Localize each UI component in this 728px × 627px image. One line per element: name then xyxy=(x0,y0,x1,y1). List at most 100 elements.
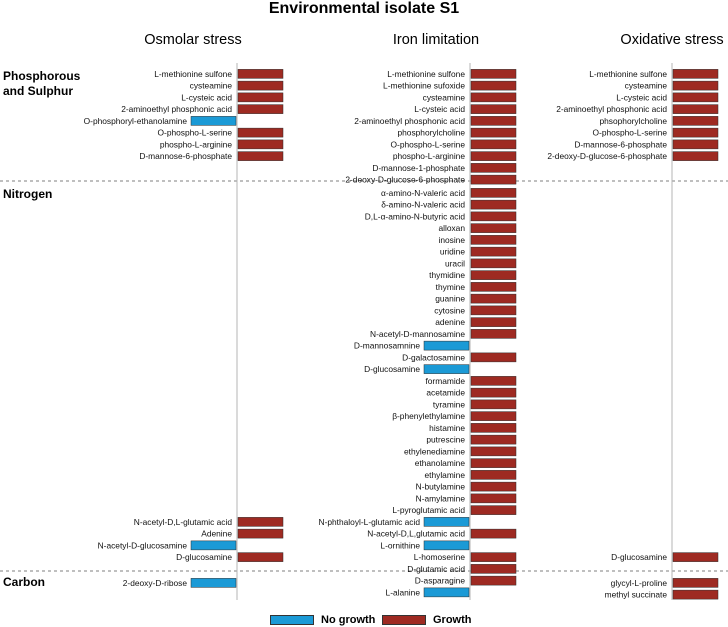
bar-growth-thymidine xyxy=(470,270,517,280)
section-label-phosphorous-sulphur: Phosphorous and Sulphur xyxy=(3,69,81,98)
bar-no-growth-d-mannosamnine xyxy=(423,340,470,351)
bar-growth-2-aminoethyl-phosphonic-acid xyxy=(470,116,517,126)
bar-label-methyl-succinate: methyl succinate xyxy=(605,590,668,600)
bar-growth-d-l-amino-n-butyric-acid xyxy=(470,211,517,222)
bar-label-acetamide: acetamide xyxy=(426,388,465,398)
bar-no-growth-o-phosphoryl-ethanolamine xyxy=(190,116,237,126)
legend-label-no-growth: No growth xyxy=(321,614,376,626)
bar-label-phospho-l-arginine: phospho-L-arginine xyxy=(393,151,466,161)
bar-growth-amino-n-valeric-acid xyxy=(470,188,517,198)
bar-label-d-galactosamine: D-galactosamine xyxy=(402,352,465,362)
bar-label-amino-n-valeric-acid: α-amino-N-valeric acid xyxy=(381,188,465,198)
bar-no-growth-l-ornithine xyxy=(423,540,470,551)
bar-no-growth-n-phthaloyl-l-glutamic-acid xyxy=(423,517,470,527)
panel-title-iron-limitation: Iron limitation xyxy=(392,32,480,48)
bar-growth-d-asparagine xyxy=(470,575,517,586)
bar-label-n-acetyl-d-mannosamine: N-acetyl-D-mannosamine xyxy=(370,329,465,339)
bar-growth-ethylenediamine xyxy=(470,446,517,457)
bar-label-2-deoxy-d-ribose: 2-deoxy-D-ribose xyxy=(123,578,188,588)
bar-label-2-aminoethyl-phosphonic-acid: 2-aminoethyl phosphonic acid xyxy=(354,116,465,126)
bar-no-growth-2-deoxy-d-ribose xyxy=(190,578,237,588)
bar-growth-adenine xyxy=(237,528,284,539)
panel-title-osmolar-stress: Osmolar stress xyxy=(144,32,242,48)
bar-growth-putrescine xyxy=(470,434,517,445)
bar-label-d-mannose-6-phosphate: D-mannose-6-phosphate xyxy=(139,151,232,161)
bar-label-n-acetyl-d-l-glutamic-acid: N-acetyl-D,L,glutamic acid xyxy=(367,529,465,539)
bar-label-alloxan: alloxan xyxy=(438,223,465,233)
bar-growth-n-amylamine xyxy=(470,493,517,504)
bar-label-2-deoxy-d-glucose-6-phosphate: 2-deoxy-D-glucose-6-phosphate xyxy=(345,175,465,185)
bar-growth-alloxan xyxy=(470,223,517,233)
bar-label-thymidine: thymidine xyxy=(429,270,465,280)
bar-label-n-acetyl-d-l-glutamic-acid: N-acetyl-D,L-glutamic acid xyxy=(134,517,233,527)
bar-label-l-methionine-sulfone: L-methionine sulfone xyxy=(387,69,465,79)
bar-growth-ethanolamine xyxy=(470,458,517,468)
section-label-carbon: Carbon xyxy=(3,575,45,589)
bar-growth-thymine xyxy=(470,282,517,292)
bar-label-n-butylamine: N-butylamine xyxy=(416,482,466,492)
bar-growth-adenine xyxy=(470,317,517,327)
bar-label-o-phosphoryl-ethanolamine: O-phosphoryl-ethanolamine xyxy=(84,116,188,126)
bar-growth-d-mannose-6-phosphate xyxy=(237,151,284,161)
bar-label-phospho-l-arginine: phospho-L-arginine xyxy=(160,139,233,149)
bar-growth-l-methionine-sulfone xyxy=(672,69,719,79)
bar-growth-inosine xyxy=(470,235,517,245)
bar-label-phenylethylamine: β-phenylethylamine xyxy=(392,411,465,421)
bar-label-l-methionine-sufoxide: L-methionine sufoxide xyxy=(383,81,465,91)
bar-growth-n-acetyl-d-mannosamine xyxy=(470,329,517,339)
bar-label-l-cysteic-acid: L-cysteic acid xyxy=(616,92,667,102)
bar-growth-glycyl-l-proline xyxy=(672,578,719,588)
bar-no-growth-l-alanine xyxy=(423,587,470,598)
chart-title: Environmental isolate S1 xyxy=(268,0,460,17)
bar-growth-2-deoxy-d-glucose-6-phosphate xyxy=(470,174,517,185)
bar-label-formamide: formamide xyxy=(425,376,465,386)
bar-growth-d-galactosamine xyxy=(470,352,517,363)
legend-swatch-no-growth xyxy=(270,615,314,625)
bar-label-d-glucosamine: D-glucosamine xyxy=(611,552,667,562)
bar-growth-cysteamine xyxy=(470,92,517,103)
bar-label-n-amylamine: N-amylamine xyxy=(416,493,466,503)
bar-growth-cytosine xyxy=(470,305,517,316)
bar-label-putrescine: putrescine xyxy=(426,435,465,445)
bar-growth-o-phospho-l-serine xyxy=(470,139,517,150)
bar-label-adenine: adenine xyxy=(435,317,465,327)
bar-label-d-glucosamine: D-glucosamine xyxy=(364,364,420,374)
bar-growth-phosphorylcholine xyxy=(470,127,517,138)
section-label-nitrogen: Nitrogen xyxy=(3,187,53,201)
bar-label-o-phospho-l-serine: O-phospho-L-serine xyxy=(158,128,233,138)
bar-label-d-l-amino-n-butyric-acid: D,L-α-amino-N-butyric acid xyxy=(365,211,466,221)
bar-label-d-glutamic-acid: D-glutamic acid xyxy=(407,564,465,574)
bar-label-l-cysteic-acid: L-cysteic acid xyxy=(414,104,465,114)
bar-label-uracil: uracil xyxy=(445,258,465,268)
bar-label-o-phospho-l-serine: O-phospho-L-serine xyxy=(593,128,668,138)
bar-growth-l-pyroglutamic-acid xyxy=(470,505,517,515)
bar-growth-phospho-l-arginine xyxy=(237,139,284,150)
bar-growth-n-acetyl-d-l-glutamic-acid xyxy=(470,528,517,539)
bar-label-adenine: Adenine xyxy=(201,529,232,539)
bar-growth-uridine xyxy=(470,246,517,257)
bar-growth-formamide xyxy=(470,376,517,386)
bar-growth-methyl-succinate xyxy=(672,589,719,600)
bar-label-phosphorylcholine: phosphorylcholine xyxy=(397,128,465,138)
bar-growth-phenylethylamine xyxy=(470,411,517,421)
bar-label-ethylamine: ethylamine xyxy=(424,470,465,480)
bar-label-d-mannose-1-phosphate: D-mannose-1-phosphate xyxy=(372,163,465,173)
bar-label-l-cysteic-acid: L-cysteic acid xyxy=(181,92,232,102)
bar-label-d-glucosamine: D-glucosamine xyxy=(176,552,232,562)
bar-label-cysteamine: cysteamine xyxy=(423,92,466,102)
bar-growth-d-glucosamine xyxy=(237,552,284,562)
bar-label-n-phthaloyl-l-glutamic-acid: N-phthaloyl-L-glutamic acid xyxy=(319,517,421,527)
bar-growth-o-phospho-l-serine xyxy=(237,127,284,138)
bar-label-l-pyroglutamic-acid: L-pyroglutamic acid xyxy=(392,505,465,515)
legend-label-growth: Growth xyxy=(433,614,472,626)
bar-label-amino-n-valeric-acid: δ-amino-N-valeric acid xyxy=(381,200,465,210)
bar-no-growth-n-acetyl-d-glucosamine xyxy=(190,540,237,551)
bar-growth-phsophorylcholine xyxy=(672,116,719,126)
panel-title-oxidative-stress: Oxidative stress xyxy=(620,32,724,48)
bar-growth-l-methionine-sufoxide xyxy=(470,80,517,91)
bar-label-uridine: uridine xyxy=(440,247,465,257)
bar-growth-tyramine xyxy=(470,399,517,410)
bar-growth-cysteamine xyxy=(672,80,719,91)
